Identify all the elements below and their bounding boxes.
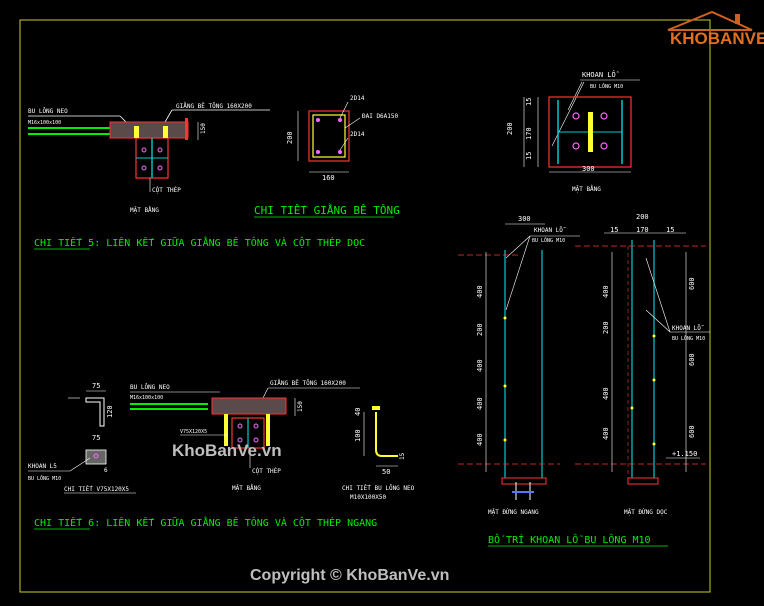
drawing-frame xyxy=(19,19,711,593)
elev-long-dim-3: 400 xyxy=(476,397,484,410)
plate-plan-label: MẶT BẰNG xyxy=(572,185,601,193)
beam-dim-height: 200 xyxy=(286,131,294,144)
elev-long-dim-0: 400 xyxy=(476,285,484,298)
d6-angle-75a: 75 xyxy=(92,382,100,390)
base-plate xyxy=(548,96,632,168)
beam-top-bars: 2D14 xyxy=(350,95,365,102)
elev-trans-right-0: 600 xyxy=(688,277,696,290)
elev-trans-level: +1.150 xyxy=(672,450,697,458)
elevation-long-group: 300 KHOAN LỖ BU LÔNG M10 400 200 400 400… xyxy=(458,215,580,516)
detail5-group: BU LÔNG NEO M16x100x100 GIẰNG BÊ TÔNG 16… xyxy=(28,102,365,250)
elev-long-dim-top: 300 xyxy=(518,215,531,223)
d6-bolt-dim-100: 100 xyxy=(354,429,362,442)
elev-trans-label: MẶT ĐỨNG DỌC xyxy=(624,509,668,516)
d6-beam xyxy=(211,397,287,415)
elev-trans-drill-label: KHOAN LỖ xyxy=(672,325,704,332)
plate-drill-label: KHOAN LỖ xyxy=(582,70,620,79)
elev-long-dim-2: 400 xyxy=(476,359,484,372)
d6-anchor-bolt-size: M16x100x100 xyxy=(130,395,163,401)
beam-section xyxy=(308,110,350,162)
d6-angle-120: 120 xyxy=(106,405,114,418)
plate-dim-15a: 15 xyxy=(525,98,533,106)
beam-detail-title: CHI TIẾT GIẰNG BÊ TÔNG xyxy=(254,203,400,217)
d5-column-label: CỘT THÉP xyxy=(152,186,181,194)
watermark-mid: KhoBanVe.vn xyxy=(172,441,282,460)
d6-column-label: CỘT THÉP xyxy=(252,467,281,475)
d5-anchor-bolt-label: BU LÔNG NEO xyxy=(28,108,68,115)
elev-trans-left-2: 400 xyxy=(602,387,610,400)
d6-title: CHI TIẾT 6: LIÊN KẾT GIỮA GIẰNG BÊ TÔNG … xyxy=(34,515,377,529)
d5-beam xyxy=(109,121,189,139)
beam-stirrup: ĐAI D6A150 xyxy=(362,113,399,120)
plate-dim-200: 200 xyxy=(506,122,514,135)
d5-anchor-bolt-size: M16x100x100 xyxy=(28,120,61,126)
plate-dim-15b: 15 xyxy=(525,152,533,160)
d5-beam-label: GIẰNG BÊ TÔNG 160X200 xyxy=(176,102,252,110)
plate-dim-170: 170 xyxy=(525,127,533,140)
watermark-copyright: Copyright © KhoBanVe.vn xyxy=(250,567,449,584)
khobanve-logo: KHOBANVE xyxy=(667,10,764,48)
d5-dim-150: 150 xyxy=(200,123,207,134)
elev-long-dim-1: 200 xyxy=(476,323,484,336)
elev-long-bolt-label: BU LÔNG M10 xyxy=(532,237,565,244)
logo-text: KHOBANVE xyxy=(670,29,764,48)
elev-trans-dim-200: 200 xyxy=(636,213,649,221)
beam-bottom-bars: 2D14 xyxy=(350,131,365,138)
d6-dim-150: 150 xyxy=(297,401,304,412)
d5-title: CHI TIẾT 5: LIÊN KẾT GIỮA GIẰNG BÊ TÔNG … xyxy=(34,235,365,249)
d6-plan-label: MẶT BẰNG xyxy=(232,484,261,492)
elev-trans-dim-170: 170 xyxy=(636,226,649,234)
elev-trans-dim-15b: 15 xyxy=(666,226,674,234)
elev-trans-dim-15a: 15 xyxy=(610,226,618,234)
elev-long-drill-label: KHOAN LỖ xyxy=(534,227,566,234)
d6-angle-6: 6 xyxy=(104,467,108,474)
d6-bolt-detail-size: M10X100X50 xyxy=(350,494,387,501)
detail6-group: 75 120 75 6 KHOAN L5 BU LÔNG M10 CHI TIẾ… xyxy=(28,379,415,530)
elev-long-label: MẶT ĐỨNG NGANG xyxy=(488,509,539,516)
elev-trans-right-1: 600 xyxy=(688,353,696,366)
d6-bolt-dim-15: 15 xyxy=(399,452,406,460)
elev-trans-bolt-label: BU LÔNG M10 xyxy=(672,335,705,342)
bolt-layout-title: BỐ TRÍ KHOAN LỖ BU LÔNG M10 xyxy=(488,533,651,546)
d6-bolt-detail-label: CHI TIẾT BU LÔNG NEO xyxy=(342,484,415,492)
d6-bolt-dim-50: 50 xyxy=(382,468,390,476)
d6-angle-label: CHI TIẾT V75X120X5 xyxy=(64,485,129,493)
d6-bolt-m10: BU LÔNG M10 xyxy=(28,475,61,482)
d6-bolt-dim-40: 40 xyxy=(354,408,362,416)
d6-angle-75b: 75 xyxy=(92,434,100,442)
plate-dim-300: 300 xyxy=(582,165,595,173)
beam-dim-width: 160 xyxy=(322,174,335,182)
d5-plan-label: MẶT BẰNG xyxy=(130,206,159,214)
d6-anchor-bolt-label: BU LÔNG NEO xyxy=(130,384,170,391)
d6-vsp-label: V75X120X5 xyxy=(180,429,207,435)
plate-plan-group: KHOAN LỖ BU LÔNG M10 200 15 170 15 300 M… xyxy=(506,70,640,193)
elev-trans-left-3: 400 xyxy=(602,427,610,440)
elev-long-dim-4: 400 xyxy=(476,433,484,446)
d6-beam-label: GIẰNG BÊ TÔNG 160X200 xyxy=(270,379,346,387)
elevation-trans-group: 200 15 170 15 400 200 400 400 600 600 60… xyxy=(575,213,710,516)
elev-trans-left-1: 200 xyxy=(602,321,610,334)
elev-trans-right-2: 600 xyxy=(688,425,696,438)
plate-bolt-label: BU LÔNG M10 xyxy=(590,83,623,90)
d6-drill-l5: KHOAN L5 xyxy=(28,463,57,470)
beam-detail-group: 2D14 ĐAI D6A150 2D14 200 160 CHI TIẾT GI… xyxy=(254,95,400,218)
elev-trans-left-0: 400 xyxy=(602,285,610,298)
